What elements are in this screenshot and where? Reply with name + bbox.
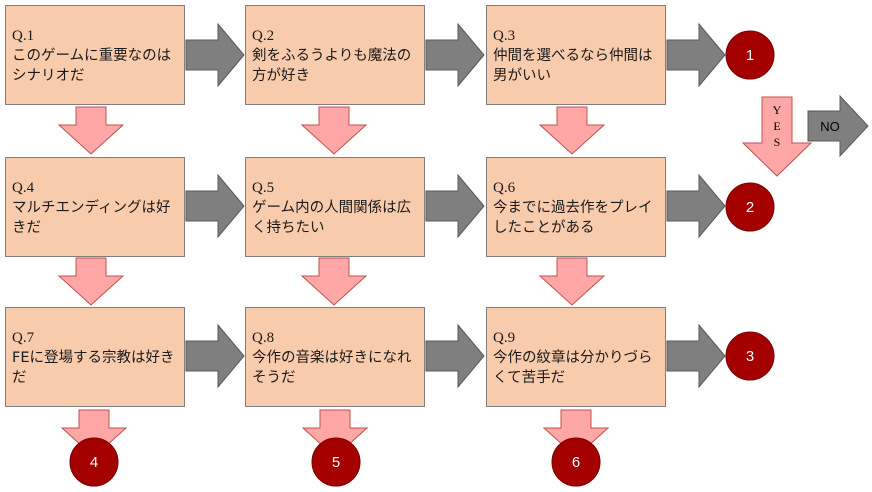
yes-arrow-q6-q9 — [538, 257, 606, 306]
legend-yes-e: E — [773, 119, 780, 133]
legend-no-arrow — [807, 94, 869, 158]
result-4: 4 — [69, 437, 119, 487]
question-number: Q.5 — [252, 180, 275, 196]
question-number: Q.8 — [252, 330, 275, 346]
result-1: 1 — [725, 30, 775, 80]
question-box-q2: Q.2 剣をふるうよりも魔法の方が好き — [245, 5, 425, 105]
legend-yes-y: Y — [773, 103, 782, 117]
result-5: 5 — [311, 437, 361, 487]
no-arrow-q8-q9 — [425, 323, 485, 389]
question-box-q8: Q.8 今作の音楽は好きになれそうだ — [245, 307, 425, 407]
result-3-label: 3 — [746, 348, 754, 365]
legend-no-label: NO — [820, 119, 840, 134]
yes-arrow-q2-q5 — [300, 106, 368, 155]
question-box-q6: Q.6 今までに過去作をプレイしたことがある — [486, 157, 666, 257]
question-number: Q.3 — [493, 28, 516, 44]
yes-arrow-q3-q6 — [538, 106, 606, 155]
legend-yes-arrow — [741, 96, 813, 177]
question-text: 今までに過去作をプレイしたことがある — [493, 200, 653, 236]
result-2-label: 2 — [746, 199, 754, 216]
no-arrow-q2-q3 — [425, 22, 485, 88]
legend-yes-s: S — [774, 135, 781, 149]
question-box-q5: Q.5 ゲーム内の人間関係は広く持ちたい — [245, 157, 425, 257]
question-text: 仲間を選べるなら仲間は男がいい — [493, 48, 653, 84]
yes-arrow-q4-q7 — [57, 257, 125, 306]
result-6-label: 6 — [572, 454, 580, 471]
yes-arrow-q5-q8 — [300, 257, 368, 306]
result-1-label: 1 — [746, 47, 754, 64]
question-text: FEに登場する宗教は好きだ — [12, 350, 175, 386]
question-text: 剣をふるうよりも魔法の方が好き — [252, 48, 412, 84]
question-number: Q.4 — [12, 180, 35, 196]
yes-arrow-q9-r6 — [542, 409, 610, 458]
question-text: マルチエンディングは好きだ — [12, 200, 171, 236]
result-2: 2 — [725, 182, 775, 232]
question-number: Q.7 — [12, 330, 35, 346]
no-arrow-q7-q8 — [185, 323, 245, 389]
no-arrow-q4-q5 — [185, 173, 245, 239]
question-box-q4: Q.4 マルチエンディングは好きだ — [5, 157, 185, 257]
question-box-q3: Q.3 仲間を選べるなら仲間は男がいい — [486, 5, 666, 105]
no-arrow-q6-r2 — [666, 173, 726, 239]
question-text: 今作の紋章は分かりづらくて苦手だ — [493, 350, 653, 386]
no-arrow-q9-r3 — [666, 323, 726, 389]
question-box-q7: Q.7 FEに登場する宗教は好きだ — [5, 307, 185, 407]
yes-arrow-q7-r4 — [60, 409, 128, 458]
question-text: このゲームに重要なのはシナリオだ — [12, 48, 172, 84]
yes-arrow-q1-q4 — [57, 106, 125, 155]
question-number: Q.9 — [493, 330, 516, 346]
question-number: Q.2 — [252, 28, 275, 44]
result-6: 6 — [551, 437, 601, 487]
question-text: ゲーム内の人間関係は広く持ちたい — [252, 200, 412, 236]
result-3: 3 — [725, 331, 775, 381]
no-arrow-q1-q2 — [185, 22, 245, 88]
no-arrow-q3-r1 — [666, 22, 726, 88]
question-box-q1: Q.1 このゲームに重要なのはシナリオだ — [5, 5, 185, 105]
result-5-label: 5 — [332, 454, 340, 471]
question-number: Q.6 — [493, 180, 516, 196]
no-arrow-q5-q6 — [425, 173, 485, 239]
question-text: 今作の音楽は好きになれそうだ — [252, 350, 412, 386]
question-box-q9: Q.9 今作の紋章は分かりづらくて苦手だ — [486, 307, 666, 407]
yes-arrow-q8-r5 — [301, 409, 369, 458]
question-number: Q.1 — [12, 28, 35, 44]
result-4-label: 4 — [90, 454, 98, 471]
